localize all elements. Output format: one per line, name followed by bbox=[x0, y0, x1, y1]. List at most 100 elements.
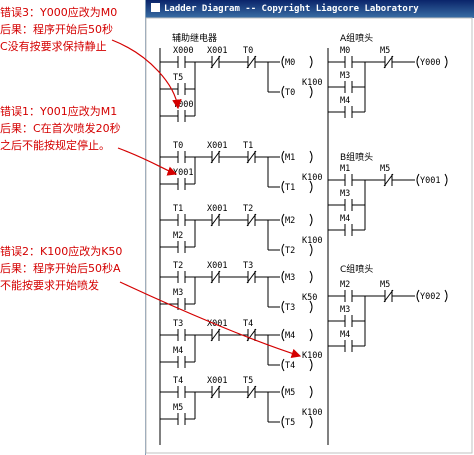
coil-left bbox=[281, 243, 285, 257]
contact-label: M3 bbox=[173, 288, 183, 298]
coil-right bbox=[309, 385, 313, 399]
coil-left bbox=[281, 213, 285, 227]
coil-label: M0 bbox=[285, 58, 295, 68]
contact-label: M4 bbox=[173, 346, 183, 356]
coil-left bbox=[281, 328, 285, 342]
contact-label: M4 bbox=[340, 330, 350, 340]
coil-left bbox=[281, 55, 285, 69]
contact-label: T3 bbox=[173, 319, 183, 329]
contact-label: X000 bbox=[173, 46, 193, 56]
contact-label: Y000 bbox=[173, 100, 193, 110]
contact-label: M2 bbox=[173, 231, 183, 241]
coil-left bbox=[281, 358, 285, 372]
contact-label: T4 bbox=[243, 319, 253, 329]
coil-right bbox=[309, 213, 313, 227]
contact-slash bbox=[383, 55, 394, 69]
coil-left bbox=[416, 289, 420, 303]
coil-right bbox=[309, 270, 313, 284]
coil-left bbox=[281, 150, 285, 164]
app-icon bbox=[151, 3, 160, 12]
coil-label: Y000 bbox=[420, 58, 440, 68]
contact-label: T2 bbox=[243, 204, 253, 214]
coil-label: T4 bbox=[285, 361, 295, 371]
annotation-line: C没有按要求保持静止 bbox=[0, 40, 107, 53]
coil-label: T2 bbox=[285, 246, 295, 256]
contact-label: M5 bbox=[380, 164, 390, 174]
annotation-error-1: 错误1：Y001应改为M1 后果：C在首次喷发20秒 之后不能按规定停止。 bbox=[0, 103, 121, 154]
contact-slash bbox=[383, 289, 394, 303]
window-titlebar[interactable]: Ladder Diagram -- Copyright Liagcore Lab… bbox=[146, 0, 474, 18]
contact-label: X001 bbox=[207, 376, 227, 386]
section-title-aux: 辅助继电器 bbox=[172, 32, 217, 44]
contact-label: X001 bbox=[207, 46, 227, 56]
timer-constant: K50 bbox=[302, 293, 317, 303]
annotation-line: 不能按要求开始喷发 bbox=[0, 279, 99, 292]
coil-left bbox=[416, 55, 420, 69]
contact-label: T0 bbox=[243, 46, 253, 56]
timer-constant: K100 bbox=[302, 236, 322, 246]
annotation-error-2: 错误2：K100应改为K50 后果：程序开始后50秒A 不能按要求开始喷发 bbox=[0, 243, 122, 294]
annotation-line: 之后不能按规定停止。 bbox=[0, 139, 110, 152]
contact-slash bbox=[210, 150, 221, 164]
section-title-b: B组喷头 bbox=[340, 151, 373, 163]
canvas-frame bbox=[145, 17, 473, 454]
timer-constant: K100 bbox=[302, 408, 322, 418]
contact-label: T2 bbox=[173, 261, 183, 271]
contact-label: M3 bbox=[340, 189, 350, 199]
annotation-line: 后果：程序开始后50秒A bbox=[0, 262, 121, 275]
annotation-line: 后果：程序开始后50秒 bbox=[0, 23, 113, 36]
contact-slash bbox=[246, 213, 257, 227]
coil-right bbox=[444, 289, 448, 303]
coil-label: M5 bbox=[285, 388, 295, 398]
coil-label: T0 bbox=[285, 88, 295, 98]
section-title-c: C组喷头 bbox=[340, 263, 373, 275]
window-title: Ladder Diagram -- Copyright Liagcore Lab… bbox=[164, 4, 419, 14]
contact-label: M4 bbox=[340, 214, 350, 224]
contact-slash bbox=[210, 385, 221, 399]
coil-label: Y001 bbox=[420, 176, 440, 186]
contact-label: M5 bbox=[173, 403, 183, 413]
contact-slash bbox=[246, 55, 257, 69]
coil-right bbox=[444, 55, 448, 69]
coil-left bbox=[281, 300, 285, 314]
contact-label: M3 bbox=[340, 71, 350, 81]
coil-label: M2 bbox=[285, 216, 295, 226]
contact-slash bbox=[210, 55, 221, 69]
contact-label: M3 bbox=[340, 305, 350, 315]
contact-label: T1 bbox=[173, 204, 183, 214]
contact-slash bbox=[246, 385, 257, 399]
coil-right bbox=[444, 173, 448, 187]
contact-label: M2 bbox=[340, 280, 350, 290]
contact-label: X001 bbox=[207, 261, 227, 271]
coil-right bbox=[309, 85, 313, 99]
coil-left bbox=[281, 415, 285, 429]
coil-right bbox=[309, 415, 313, 429]
coil-right bbox=[309, 358, 313, 372]
contact-slash bbox=[210, 213, 221, 227]
annotation-line: 错误3：Y000应改为M0 bbox=[0, 6, 118, 19]
annotation-line: 错误2：K100应改为K50 bbox=[0, 245, 123, 258]
coil-label: M3 bbox=[285, 273, 295, 283]
coil-label: M4 bbox=[285, 331, 295, 341]
coil-label: T5 bbox=[285, 418, 295, 428]
coil-label: Y002 bbox=[420, 292, 440, 302]
coil-right bbox=[309, 55, 313, 69]
contact-label: M0 bbox=[340, 46, 350, 56]
contact-slash bbox=[246, 270, 257, 284]
contact-label: T0 bbox=[173, 141, 183, 151]
contact-label: T5 bbox=[243, 376, 253, 386]
coil-right bbox=[309, 150, 313, 164]
annotation-line: 错误1：Y001应改为M1 bbox=[0, 105, 118, 118]
contact-label: X001 bbox=[207, 319, 227, 329]
contact-label: Y001 bbox=[173, 168, 193, 178]
coil-left bbox=[281, 180, 285, 194]
timer-constant: K100 bbox=[302, 78, 322, 88]
contact-label: T3 bbox=[243, 261, 253, 271]
coil-right bbox=[309, 180, 313, 194]
coil-right bbox=[309, 243, 313, 257]
section-title-a: A组喷头 bbox=[340, 32, 373, 44]
coil-label: T1 bbox=[285, 183, 295, 193]
coil-left bbox=[416, 173, 420, 187]
timer-constant: K100 bbox=[302, 351, 322, 361]
